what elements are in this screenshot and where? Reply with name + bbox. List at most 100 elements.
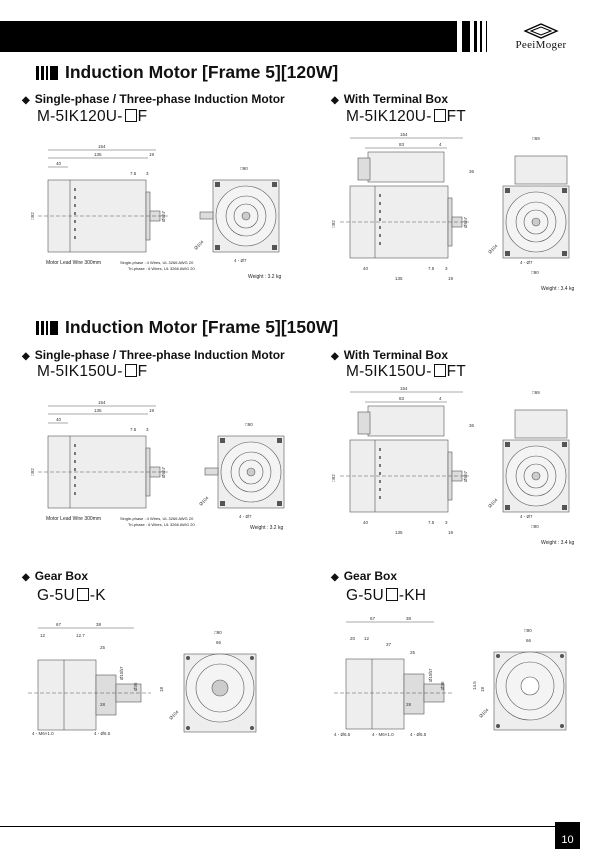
svg-text:7.5: 7.5 [428, 266, 435, 271]
svg-text:□69: □69 [532, 390, 540, 395]
motor-tb-drawing-150w: 154 83 4 36 □92 Ø9h7 40 7.5 3 135 19 □69… [331, 386, 574, 546]
svg-text:Motor Lead Wire 300mm: Motor Lead Wire 300mm [46, 516, 101, 522]
svg-text:Ø15h7: Ø15h7 [428, 668, 433, 682]
svg-text:19: 19 [448, 530, 454, 535]
svg-text:3: 3 [146, 427, 149, 432]
svg-text:12: 12 [40, 633, 46, 638]
svg-text:Weight : 3.2 kg: Weight : 3.2 kg [250, 525, 283, 531]
header-stripe [462, 21, 470, 52]
svg-text:4 - Ø7: 4 - Ø7 [520, 514, 533, 519]
svg-text:83: 83 [399, 142, 405, 147]
model-code: M-5IK150U-F [37, 363, 148, 380]
svg-text:154: 154 [400, 386, 408, 391]
svg-text:Ø104: Ø104 [487, 497, 499, 509]
svg-text:□69: □69 [532, 136, 540, 141]
svg-text:135: 135 [395, 276, 403, 281]
svg-text:66: 66 [526, 638, 532, 643]
svg-text:Ø104: Ø104 [198, 495, 210, 507]
svg-text:Weight : 3.4 kg: Weight : 3.4 kg [541, 540, 574, 546]
block-subtitle: ◆With Terminal Box [331, 348, 449, 362]
svg-text:67: 67 [56, 622, 62, 627]
gearbox-drawing-kh: 67 38 20 12 37 25 28 Ø15h7 Ø36 4 - Ø6.5 … [334, 616, 567, 737]
svg-text:40: 40 [363, 520, 369, 525]
model-code: G-5U-KH [346, 587, 427, 604]
svg-text:7.5: 7.5 [130, 427, 137, 432]
svg-text:7.5: 7.5 [130, 171, 137, 176]
svg-text:38: 38 [96, 622, 102, 627]
svg-text:□90: □90 [531, 270, 539, 275]
svg-text:4 - Ø7: 4 - Ø7 [520, 260, 533, 265]
svg-text:19: 19 [448, 276, 454, 281]
svg-text:135: 135 [94, 408, 102, 413]
svg-text:4 - M6×1.0: 4 - M6×1.0 [372, 732, 394, 737]
page-number: 10 [555, 822, 580, 849]
svg-text:12: 12 [364, 636, 370, 641]
svg-text:28: 28 [100, 702, 106, 707]
svg-text:4 - Ø6.5: 4 - Ø6.5 [410, 732, 427, 737]
svg-text:66: 66 [216, 640, 222, 645]
svg-text:4 - Ø7: 4 - Ø7 [234, 258, 247, 263]
model-code: M-5IK120U-FT [346, 108, 466, 125]
svg-text:40: 40 [56, 417, 62, 422]
svg-text:38: 38 [406, 616, 412, 621]
svg-text:4: 4 [439, 396, 442, 401]
svg-text:4 - Ø6.5: 4 - Ø6.5 [94, 731, 111, 736]
svg-text:135: 135 [395, 530, 403, 535]
svg-text:18: 18 [480, 686, 485, 692]
gearbox-drawing-k: 67 38 12 12.7 25 28 Ø15h7 Ø36 4 - M6×1.0… [28, 622, 257, 736]
svg-text:□90: □90 [531, 524, 539, 529]
brand-logo: PeeiMoger [505, 22, 577, 52]
svg-text:□90: □90 [214, 630, 222, 635]
header-bar [0, 21, 457, 52]
svg-text:19: 19 [149, 408, 155, 413]
svg-text:19: 19 [149, 152, 155, 157]
section-title: Induction Motor [Frame 5][120W] [36, 62, 338, 83]
svg-text:3: 3 [445, 266, 448, 271]
svg-text:25: 25 [410, 650, 416, 655]
svg-text:12.7: 12.7 [76, 633, 85, 638]
svg-text:4 - Ø6.5: 4 - Ø6.5 [334, 732, 351, 737]
svg-text:Ø15h7: Ø15h7 [119, 666, 124, 680]
svg-text:Weight : 3.2 kg: Weight : 3.2 kg [248, 274, 281, 280]
block-subtitle: ◆Single-phase / Three-phase Induction Mo… [22, 348, 285, 362]
block-subtitle: ◆Single-phase / Three-phase Induction Mo… [22, 92, 285, 106]
block-subtitle: ◆With Terminal Box [331, 92, 449, 106]
motor-tb-drawing-120w: 154 83 4 36 □92 Ø9h7 40 7.5 3 135 19 □69… [331, 132, 574, 292]
svg-text:28: 28 [406, 702, 412, 707]
svg-text:□92: □92 [331, 474, 336, 482]
svg-text:□90: □90 [245, 422, 253, 427]
svg-text:4 - M6×1.0: 4 - M6×1.0 [32, 731, 54, 736]
svg-text:□92: □92 [30, 468, 35, 476]
svg-text:40: 40 [56, 161, 62, 166]
svg-text:154: 154 [400, 132, 408, 137]
brand-name: PeeiMoger [515, 39, 567, 51]
svg-text:Tri-phase : 6 Wires, UL 3266 A: Tri-phase : 6 Wires, UL 3266 AWG 20 [128, 266, 195, 271]
svg-text:36: 36 [469, 423, 475, 428]
svg-text:135: 135 [94, 152, 102, 157]
svg-text:Ø104: Ø104 [168, 709, 180, 721]
model-code: G-5U-K [37, 587, 106, 604]
svg-text:20: 20 [350, 636, 356, 641]
svg-text:37: 37 [386, 642, 392, 647]
svg-text:Single-phase : 4 Wires, UL 326: Single-phase : 4 Wires, UL 3266 AWG 20 [120, 516, 194, 521]
svg-text:154: 154 [98, 400, 106, 405]
svg-text:Ø9h7: Ø9h7 [161, 210, 166, 222]
section-bars-icon [36, 320, 58, 335]
svg-text:Ø9h7: Ø9h7 [161, 466, 166, 478]
svg-text:Ø36: Ø36 [133, 682, 138, 691]
svg-text:36: 36 [469, 169, 475, 174]
svg-text:Tri-phase : 6 Wires, UL 3266 A: Tri-phase : 6 Wires, UL 3266 AWG 20 [128, 522, 195, 527]
svg-text:40: 40 [363, 266, 369, 271]
svg-text:□90: □90 [240, 166, 248, 171]
svg-text:Ø104: Ø104 [487, 243, 499, 255]
svg-text:25: 25 [100, 645, 106, 650]
svg-text:Ø36: Ø36 [440, 681, 445, 690]
svg-text:Ø104: Ø104 [478, 707, 490, 719]
model-code: M-5IK120U-F [37, 108, 148, 125]
svg-text:□92: □92 [331, 220, 336, 228]
svg-text:14.5: 14.5 [472, 681, 477, 690]
svg-text:3: 3 [445, 520, 448, 525]
svg-text:□90: □90 [524, 628, 532, 633]
svg-text:Ø104: Ø104 [193, 239, 205, 251]
header-stripe [486, 21, 487, 52]
